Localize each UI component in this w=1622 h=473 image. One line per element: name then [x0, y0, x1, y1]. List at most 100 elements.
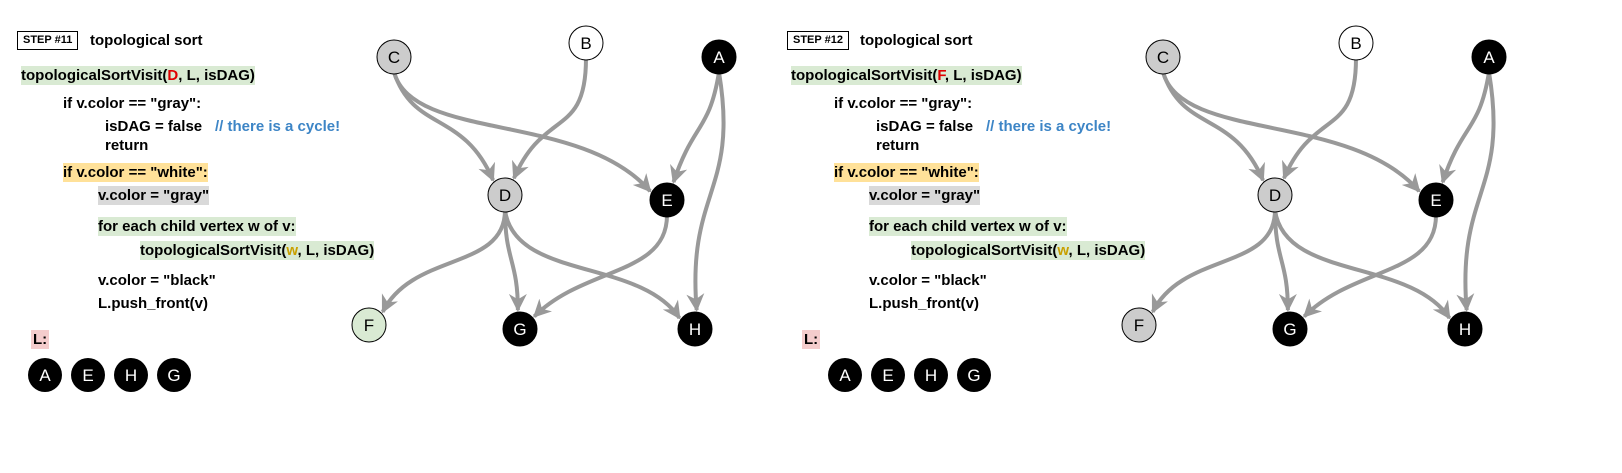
- list-item-g: G: [957, 358, 991, 392]
- list-item-circle: [28, 358, 62, 392]
- call-rest: , L, isDAG): [944, 67, 1022, 84]
- step-panel-right: STEP #12 topological sort topologicalSor…: [787, 0, 1600, 473]
- code-return: return: [105, 137, 149, 154]
- edge-d-f: [380, 210, 507, 314]
- node-circle: [487, 177, 523, 213]
- edge-d-g: [1273, 210, 1297, 312]
- list-item-circle: [114, 358, 148, 392]
- node-circle: [649, 182, 685, 218]
- list-label: L:: [31, 330, 50, 349]
- panel-title: topological sort: [860, 32, 973, 49]
- code-push-front: L.push_front(v): [869, 295, 979, 312]
- node-label: C: [1157, 48, 1169, 67]
- edge-d-h: [503, 210, 682, 320]
- node-circle: [568, 25, 604, 61]
- code-set-black: v.color = "black": [98, 272, 216, 289]
- node-label: B: [580, 34, 591, 53]
- code-recursive-call: topologicalSortVisit(w, L, isDAG): [911, 241, 1146, 260]
- list-item-label: A: [839, 366, 851, 385]
- code-return: return: [876, 137, 920, 154]
- node-label: B: [1350, 34, 1361, 53]
- list-item-circle: [71, 358, 105, 392]
- node-d: D: [1257, 177, 1293, 213]
- code-set-gray: v.color = "gray": [98, 186, 210, 205]
- node-label: A: [713, 48, 725, 67]
- code-set-black: v.color = "black": [869, 272, 987, 289]
- rec-rest: , L, isDAG): [1068, 242, 1146, 259]
- call-name: topologicalSortVisit(: [791, 67, 938, 84]
- list-item-circle: [914, 358, 948, 392]
- step-label: STEP #12: [787, 31, 849, 50]
- node-label: E: [1430, 191, 1441, 210]
- call-arg: F: [937, 67, 945, 84]
- edge-a-e: [1439, 71, 1491, 184]
- node-circle: [376, 39, 412, 75]
- node-label: A: [1483, 48, 1495, 67]
- edge-c-e: [1161, 71, 1421, 193]
- list-item-e: E: [71, 358, 105, 392]
- rec-arg: w: [1057, 242, 1069, 259]
- edge-c-d: [392, 71, 495, 182]
- code-if-white: if v.color == "white":: [63, 163, 208, 182]
- list-item-circle: [871, 358, 905, 392]
- edge-c-d: [1161, 71, 1265, 182]
- node-circle: [1145, 39, 1181, 75]
- list-item-label: G: [967, 366, 980, 385]
- list-label: L:: [802, 330, 821, 349]
- node-circle: [1338, 25, 1374, 61]
- node-label: F: [364, 316, 374, 335]
- edge-b-d: [512, 58, 588, 180]
- list-item-a: A: [828, 358, 862, 392]
- node-d: D: [487, 177, 523, 213]
- list-item-circle: [828, 358, 862, 392]
- code-push-front: L.push_front(v): [98, 295, 208, 312]
- code-for-each: for each child vertex w of v:: [98, 217, 296, 236]
- edge-a-h: [1456, 71, 1496, 312]
- node-label: D: [1269, 186, 1281, 205]
- list-item-h: H: [114, 358, 148, 392]
- list-item-label: A: [39, 366, 51, 385]
- node-label: G: [513, 320, 526, 339]
- list-item-h: H: [914, 358, 948, 392]
- rec-name: topologicalSortVisit(: [140, 242, 287, 259]
- node-c: C: [376, 39, 412, 75]
- edge-d-h: [1273, 210, 1452, 320]
- step-label: STEP #11: [17, 31, 79, 50]
- node-circle: [502, 311, 538, 347]
- list-item-circle: [957, 358, 991, 392]
- call-rest: , L, isDAG): [178, 67, 255, 84]
- node-label: E: [661, 191, 672, 210]
- node-label: C: [388, 48, 400, 67]
- list-item-g: G: [157, 358, 191, 392]
- node-circle: [701, 39, 737, 75]
- node-h: H: [1447, 311, 1483, 347]
- function-signature: topologicalSortVisit(D, L, isDAG): [21, 66, 255, 85]
- list-item-label: H: [125, 366, 137, 385]
- code-isdag-false: isDAG = false: [105, 118, 203, 135]
- node-a: A: [701, 39, 737, 75]
- call-name: topologicalSortVisit(: [21, 67, 168, 84]
- panel-title: topological sort: [90, 32, 203, 49]
- code-recursive-call: topologicalSortVisit(w, L, isDAG): [140, 241, 375, 260]
- edge-a-h: [686, 71, 726, 312]
- node-circle: [677, 311, 713, 347]
- list-item-label: E: [882, 366, 893, 385]
- node-circle: [351, 307, 387, 343]
- call-arg: D: [167, 67, 179, 84]
- list-item-e: E: [871, 358, 905, 392]
- node-a: A: [1471, 39, 1507, 75]
- node-e: E: [1418, 182, 1454, 218]
- code-if-gray: if v.color == "gray":: [63, 95, 202, 112]
- edge-e-g: [532, 215, 669, 318]
- node-circle: [1418, 182, 1454, 218]
- list-item-a: A: [28, 358, 62, 392]
- rec-rest: , L, isDAG): [297, 242, 375, 259]
- code-comment: // there is a cycle!: [986, 118, 1112, 135]
- node-b: B: [568, 25, 604, 61]
- code-isdag-false: isDAG = false: [876, 118, 974, 135]
- node-label: F: [1134, 316, 1144, 335]
- node-circle: [1257, 177, 1293, 213]
- node-label: G: [1283, 320, 1296, 339]
- list-item-circle: [157, 358, 191, 392]
